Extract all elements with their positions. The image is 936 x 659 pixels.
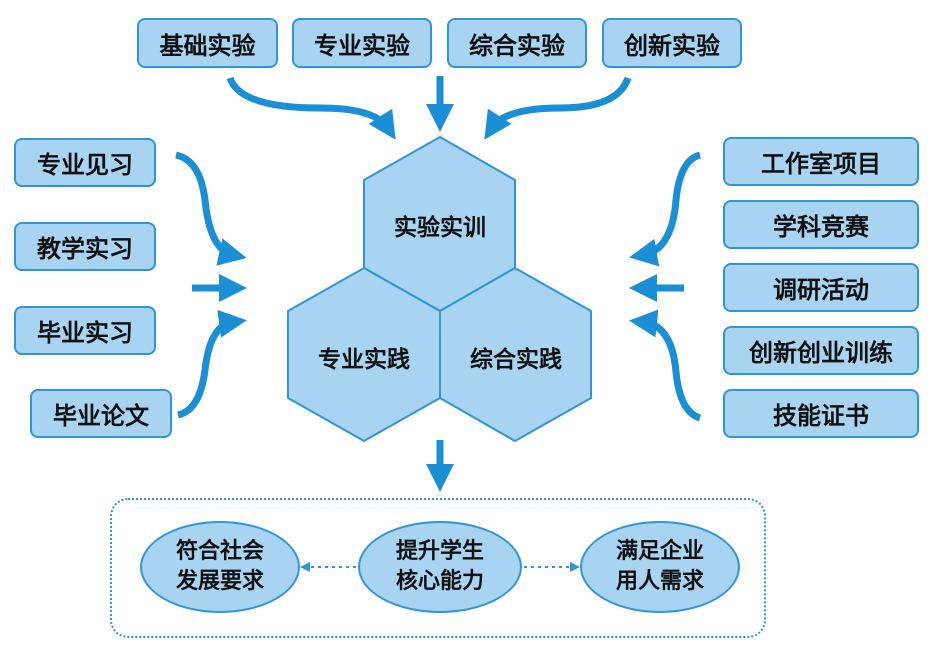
right-box-research-activity: 调研活动 bbox=[723, 263, 919, 312]
dotted-arrowhead-left bbox=[300, 562, 310, 572]
arrow-right-3 bbox=[629, 309, 702, 422]
hex-label-top: 实验实训 bbox=[394, 215, 486, 241]
arrow-left-3 bbox=[176, 309, 247, 419]
top-box-basic-experiment: 基础实验 bbox=[137, 18, 278, 68]
right-box-studio-project: 工作室项目 bbox=[723, 137, 919, 186]
hex-label-right: 综合实践 bbox=[470, 347, 562, 373]
outcome-ellipse-social: 符合社会 发展要求 bbox=[140, 521, 300, 613]
top-box-innovation-experiment: 创新实验 bbox=[602, 18, 742, 68]
outcome-core-line2: 核心能力 bbox=[395, 569, 484, 594]
top-box-comprehensive-experiment: 综合实验 bbox=[447, 18, 587, 68]
outcome-social-line2: 发展要求 bbox=[175, 569, 264, 594]
right-box-skill-certificate: 技能证书 bbox=[723, 389, 919, 438]
left-box-teaching-practice: 教学实习 bbox=[14, 222, 156, 271]
left-box-graduation-thesis: 毕业论文 bbox=[30, 389, 172, 438]
arrow-right-1 bbox=[629, 151, 702, 267]
outcome-core-line1: 提升学生 bbox=[395, 539, 484, 564]
arrow-left-1 bbox=[174, 151, 247, 266]
outcome-ellipse-enterprise: 满足企业 用人需求 bbox=[580, 521, 740, 613]
right-box-innovation-entrepreneurship: 创新创业训练 bbox=[723, 326, 919, 375]
arrow-top-3 bbox=[484, 76, 632, 140]
outcome-enterprise-line2: 用人需求 bbox=[615, 569, 704, 594]
outcome-social-line1: 符合社会 bbox=[175, 539, 264, 564]
left-box-graduation-practice: 毕业实习 bbox=[14, 306, 156, 355]
hexagon-right bbox=[439, 266, 592, 443]
outcome-frame bbox=[110, 498, 766, 638]
outcome-enterprise-line1: 满足企业 bbox=[615, 539, 704, 564]
left-box-professional-internship: 专业见习 bbox=[14, 138, 156, 187]
right-box-subject-competition: 学科竞赛 bbox=[723, 200, 919, 249]
hex-label-left: 专业实践 bbox=[318, 347, 410, 373]
arrow-top-1 bbox=[226, 76, 396, 140]
outcome-ellipse-core: 提升学生 核心能力 bbox=[358, 521, 522, 613]
dotted-arrowhead-right bbox=[570, 562, 580, 572]
top-box-professional-experiment: 专业实验 bbox=[292, 18, 432, 68]
